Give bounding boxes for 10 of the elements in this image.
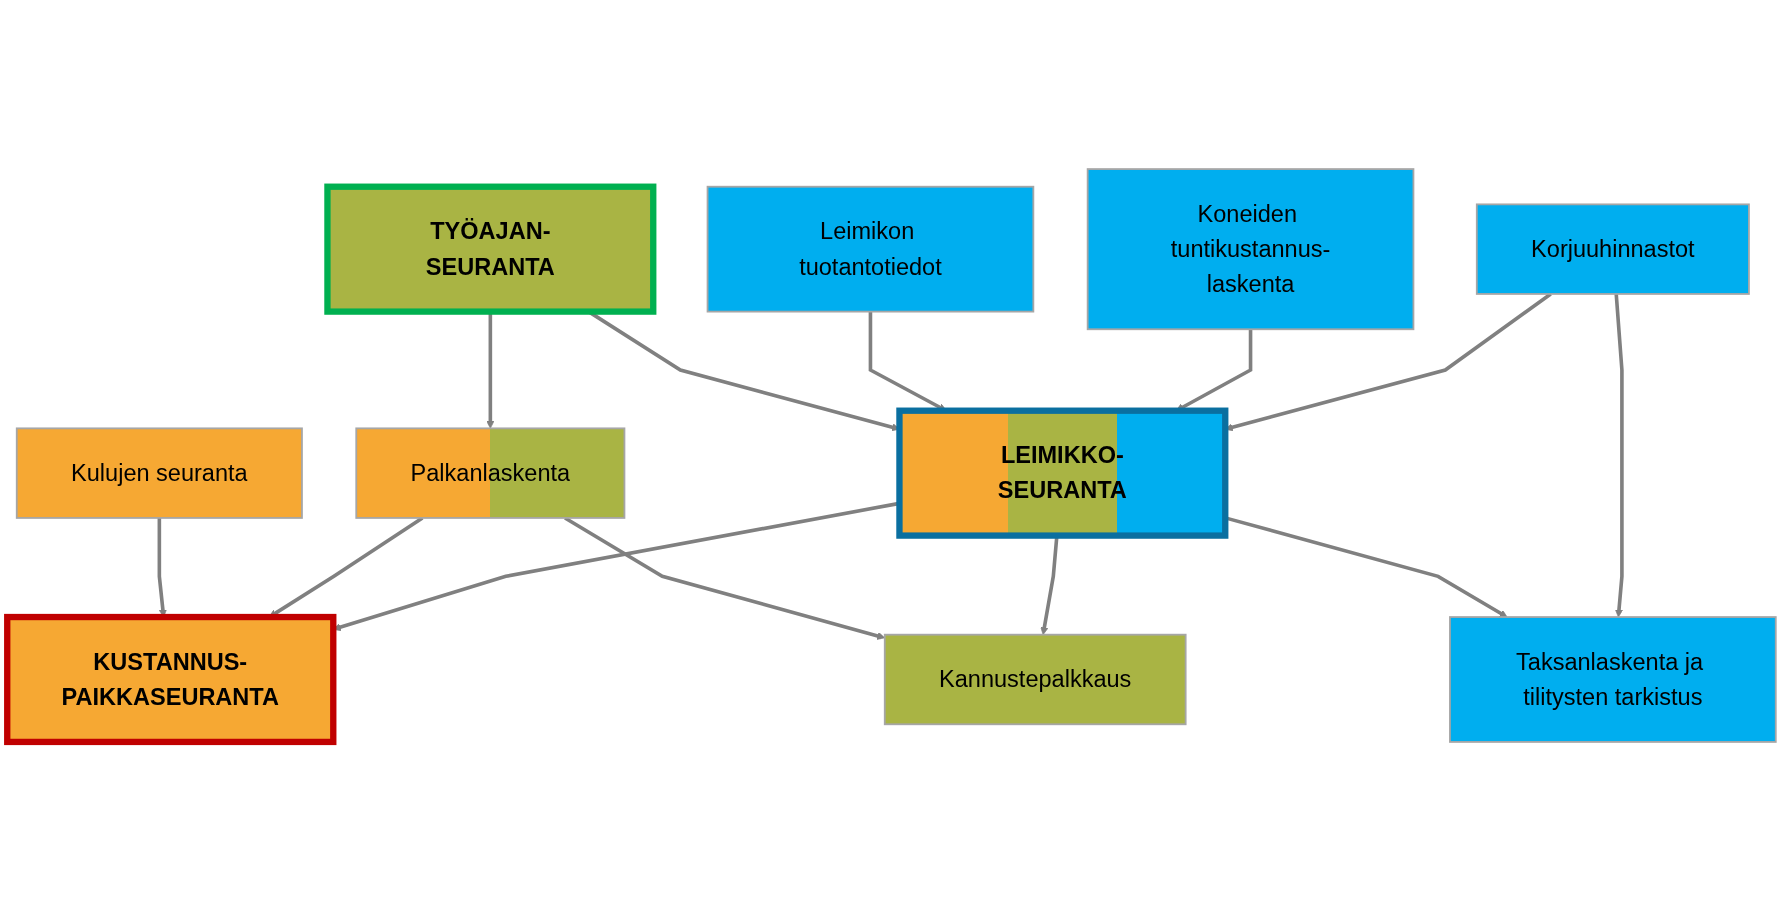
node-box: Leimikon tuotantotiedot — [706, 185, 1035, 313]
node-box: Kulujen seuranta — [15, 427, 303, 519]
node-box: Koneiden tuntikustannus-laskenta — [1086, 168, 1415, 331]
node-box: KUSTANNUS-PAIKKASEURANTA — [4, 613, 337, 746]
node-box: Korjuuhinnastot — [1475, 203, 1750, 295]
node-box: TYÖAJAN-SEURANTA — [324, 183, 657, 315]
node-box: Kannustepalkkaus — [883, 633, 1187, 726]
node-box: Palkanlaskenta — [355, 427, 626, 519]
node-box: Taksanlaskenta ja tilitysten tarkistus — [1449, 616, 1777, 743]
arrow — [1614, 293, 1624, 618]
